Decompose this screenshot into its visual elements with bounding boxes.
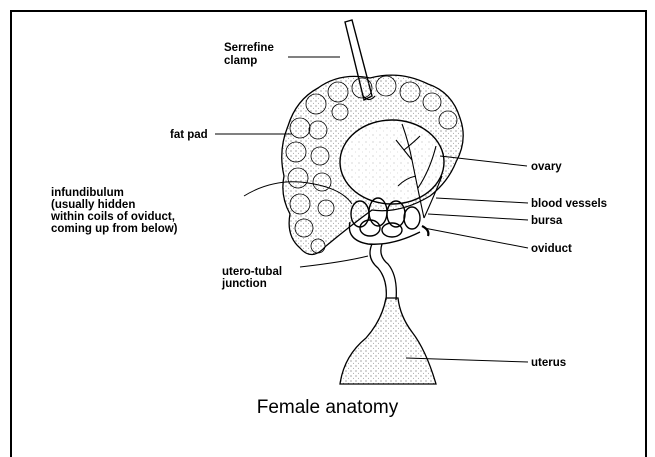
label-infundibulum-line4: coming up from below) (51, 223, 178, 235)
label-bursa: bursa (531, 215, 563, 227)
label-ovary: ovary (531, 161, 562, 173)
label-infundibulum-line3: within coils of oviduct, (50, 211, 175, 223)
label-fat-pad: fat pad (170, 129, 208, 141)
label-oviduct: oviduct (531, 243, 572, 255)
label-uterus: uterus (531, 357, 566, 369)
label-serrefine-line2: clamp (224, 55, 257, 67)
label-utero-tubal-line1: utero-tubal (222, 266, 282, 278)
label-utero-tubal-line2: junction (221, 278, 267, 290)
figure-caption: Female anatomy (0, 397, 655, 419)
label-infundibulum-line1: infundibulum (51, 187, 124, 199)
label-blood-vessels: blood vessels (531, 198, 607, 210)
uterus (340, 298, 436, 384)
label-infundibulum-line2: (usually hidden (51, 199, 135, 211)
utero-tubal-junction (370, 244, 396, 300)
label-serrefine-line1: Serrefine (224, 42, 274, 54)
ovary (340, 120, 444, 204)
